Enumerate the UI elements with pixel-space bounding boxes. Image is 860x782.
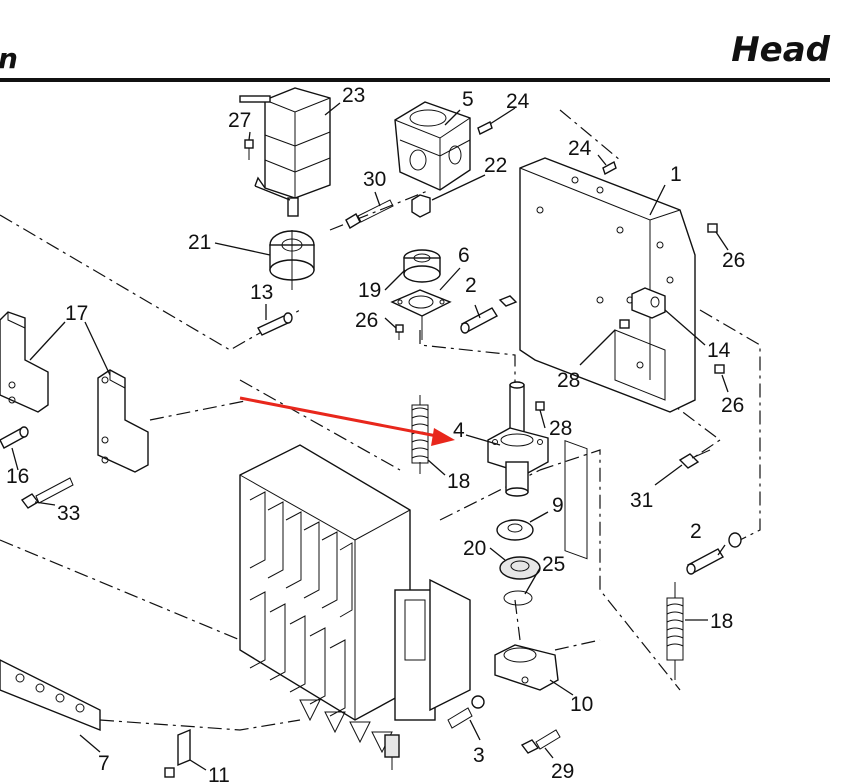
highlight-arrow — [239, 396, 455, 446]
bolt-2-lower-part — [686, 532, 742, 575]
callout-19: 19 — [358, 279, 381, 302]
callout-27: 27 — [228, 109, 251, 132]
spring-3-part — [447, 695, 485, 729]
spring-18-right-part — [666, 582, 684, 680]
callout-29: 29 — [551, 760, 574, 782]
housing-block-part — [394, 101, 471, 191]
holder-10-part — [494, 644, 559, 691]
callout-26-middle: 26 — [355, 309, 378, 332]
callout-labels: 1 2 2 3 4 5 6 7 9 10 11 13 14 16 17 18 1… — [6, 84, 745, 782]
callout-33: 33 — [57, 502, 80, 525]
callout-31: 31 — [630, 489, 653, 512]
page-title: Head — [731, 30, 830, 70]
screw-26-right-part — [619, 223, 725, 374]
callout-20: 20 — [463, 537, 486, 560]
callout-9: 9 — [552, 494, 564, 517]
callout-24-top: 24 — [506, 90, 530, 113]
callout-21: 21 — [188, 231, 211, 254]
callout-28-shaft: 28 — [549, 417, 572, 440]
header-title-fragment: n — [0, 42, 18, 75]
bearing-20-part — [499, 556, 541, 580]
nozzle-head-assembly-part — [239, 444, 471, 770]
pin-16-part — [0, 426, 29, 449]
bracket-17-part — [0, 311, 149, 473]
snap-ring-25-part — [503, 590, 533, 606]
spline-shaft-part — [487, 381, 549, 497]
callout-26-top: 26 — [722, 249, 745, 272]
ring-9-part — [496, 519, 534, 541]
screw-30-part — [345, 199, 394, 229]
callout-18-right: 18 — [710, 610, 733, 633]
callout-4: 4 — [453, 419, 465, 442]
bracket-11-part — [164, 728, 191, 778]
callout-5: 5 — [462, 88, 474, 111]
leader-lines — [11, 102, 729, 771]
callout-16: 16 — [6, 465, 29, 488]
callout-28-plate: 28 — [557, 369, 580, 392]
header-rule — [0, 78, 830, 82]
callout-11: 11 — [208, 764, 230, 782]
screw-27-part — [244, 139, 254, 160]
callout-6: 6 — [458, 244, 470, 267]
pin-24-top-part — [477, 121, 617, 176]
plate-6-part — [390, 289, 452, 340]
callout-24-right: 24 — [568, 137, 592, 160]
rail-7-part — [0, 659, 101, 732]
callout-23: 23 — [342, 84, 365, 107]
callout-2-lower: 2 — [690, 520, 702, 543]
screw-29-part — [520, 729, 561, 754]
screw-31-part — [678, 449, 711, 469]
callout-17: 17 — [65, 302, 88, 325]
callout-26-bottom: 26 — [721, 394, 744, 417]
callout-25: 25 — [542, 553, 565, 576]
callout-2-upper: 2 — [465, 274, 477, 297]
callout-14: 14 — [707, 339, 731, 362]
callout-22: 22 — [484, 154, 507, 177]
coupling-part — [269, 230, 315, 290]
stepping-motor-part — [239, 87, 331, 217]
bolt-2-upper-part — [460, 295, 518, 334]
bearing-19-part — [403, 194, 441, 283]
shaft-13-part — [257, 312, 293, 336]
main-plate-part — [519, 157, 696, 560]
callout-13: 13 — [250, 281, 273, 304]
screw-26-small-part — [395, 324, 404, 340]
callout-30: 30 — [363, 168, 386, 191]
callout-1: 1 — [670, 163, 682, 186]
callout-7: 7 — [98, 752, 110, 775]
callout-3: 3 — [473, 744, 485, 767]
callout-10: 10 — [570, 693, 593, 716]
callout-18-middle: 18 — [447, 470, 470, 493]
block-14-part — [631, 287, 666, 319]
